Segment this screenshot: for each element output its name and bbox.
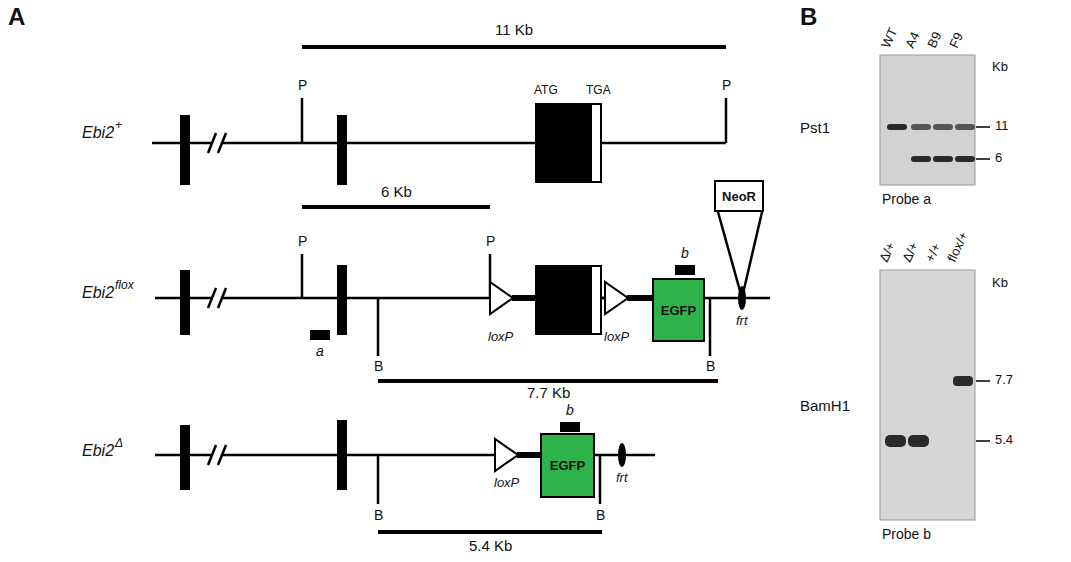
- figure-label: BamH1: [800, 398, 850, 415]
- figure-label: 11: [995, 119, 1009, 133]
- node-text: EGFP: [550, 458, 585, 473]
- figure-label: 5.4 Kb: [469, 538, 512, 555]
- figure-label: frt: [616, 471, 628, 485]
- lane-label: Δ/+: [877, 240, 898, 264]
- figure-label: B: [706, 359, 715, 374]
- lane-label: flox/+: [945, 230, 971, 265]
- figure-label: 7.7 Kb: [527, 385, 570, 402]
- figure-label: ATG: [534, 84, 558, 97]
- cassette-box: NeoR: [714, 180, 764, 212]
- panel-letter: B: [800, 4, 817, 30]
- figure-label: P: [298, 234, 307, 249]
- figure-label: Pst1: [800, 120, 830, 137]
- figure-label: Ebi2: [82, 124, 114, 142]
- figure-label: loxP: [494, 476, 519, 490]
- node-text: EGFP: [661, 303, 696, 318]
- figure-label: Ebi2: [82, 284, 114, 302]
- figure-label: 6 Kb: [381, 184, 412, 201]
- figure-label: b: [566, 403, 574, 418]
- lane-label: B9: [925, 30, 945, 50]
- figure-label: Ebi2: [82, 442, 114, 460]
- node-text: NeoR: [722, 189, 756, 204]
- figure-label: TGA: [586, 84, 611, 97]
- figure-label: a: [316, 344, 324, 359]
- figure-label: Kb: [992, 276, 1008, 290]
- figure-label: Δ: [115, 437, 123, 450]
- figure-label: P: [722, 78, 731, 93]
- figure-label: 6: [995, 151, 1002, 165]
- figure-label: b: [681, 246, 689, 261]
- figure-label: B: [374, 508, 383, 523]
- figure-label: frt: [736, 314, 748, 328]
- lane-label: Δ/+: [900, 240, 921, 264]
- figure-label: B: [596, 508, 605, 523]
- figure-label: loxP: [604, 330, 629, 344]
- figure-label: Kb: [992, 60, 1008, 74]
- figure-label: +: [115, 119, 122, 132]
- figure-label: 11 Kb: [495, 22, 533, 39]
- lane-label: F9: [947, 31, 966, 51]
- figure-label: Probe b: [882, 527, 931, 542]
- reporter-box: EGFP: [540, 433, 595, 498]
- lane-label: A4: [903, 30, 923, 50]
- figure-label: P: [298, 78, 307, 93]
- reporter-box: EGFP: [652, 278, 705, 342]
- panel-letter: A: [8, 4, 25, 30]
- figure-label: 7.7: [995, 373, 1013, 387]
- figure-label: 5.4: [995, 433, 1013, 447]
- figure-label: P: [486, 234, 495, 249]
- figure-label: B: [374, 359, 383, 374]
- figure-label: flox: [115, 279, 134, 292]
- lane-label: +/+: [923, 241, 944, 264]
- figure-label: Probe a: [882, 192, 931, 207]
- lane-label: WT: [879, 26, 901, 50]
- figure-label: loxP: [488, 330, 513, 344]
